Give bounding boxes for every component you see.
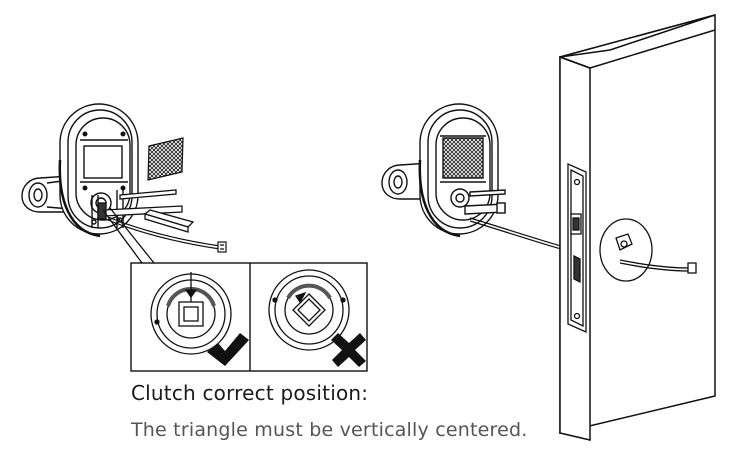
clutch-incorrect-illustration [268, 269, 350, 351]
latch-faceplate [567, 162, 587, 334]
cable-left [107, 216, 227, 253]
clutch-correct-illustration [150, 272, 232, 355]
right-lock-assembly [381, 103, 506, 238]
left-lock-assembly [21, 103, 139, 238]
check-icon [207, 333, 249, 366]
door-bore-hole [599, 218, 697, 282]
lever-handle-left [21, 175, 71, 213]
clutch-position-callout [130, 262, 368, 372]
lever-handle-right [381, 162, 431, 200]
caption-title: Clutch correct position: [131, 381, 369, 405]
spindle-bars-left [97, 189, 195, 233]
callout-leader-lines [102, 207, 155, 264]
caption-subtitle: The triangle must be vertically centered… [131, 419, 528, 441]
cross-icon [331, 333, 366, 367]
mesh-gasket [147, 137, 184, 181]
